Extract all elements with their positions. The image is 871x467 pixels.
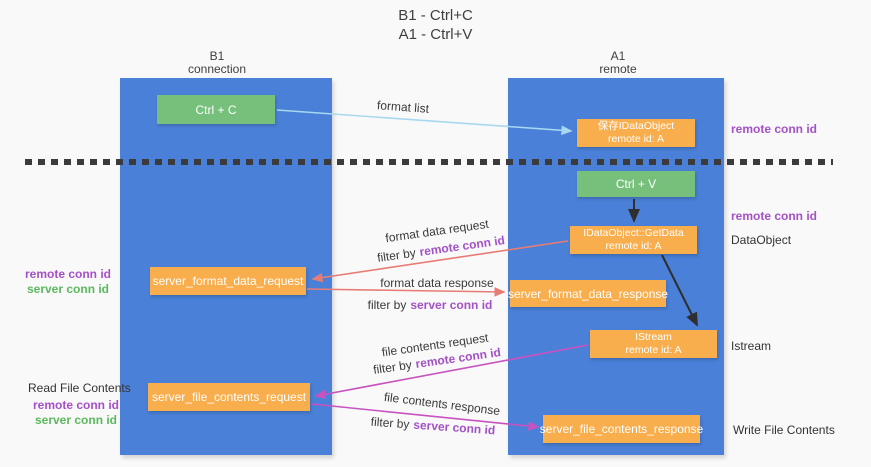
left-label-server-conn-id-2: server conn id: [34, 413, 118, 427]
left-column-title: B1: [209, 49, 225, 63]
istream-line2: remote id: A: [625, 344, 682, 356]
left-label-remote-conn-id: remote conn id: [25, 267, 112, 281]
node-server-file-contents-request: server_file_contents_request: [148, 383, 310, 411]
right-column-subtitle: remote: [599, 62, 637, 76]
server-file-contents-response-label: server_file_contents_response: [539, 422, 704, 436]
right-label-dataobject: DataObject: [731, 233, 792, 247]
right-column-title: A1: [610, 49, 626, 63]
ctrl-v-label: Ctrl + V: [615, 177, 657, 191]
server-conn-id-text: server conn id: [410, 298, 493, 312]
title-line-2: A1 - Ctrl+V: [398, 26, 473, 43]
right-label-remote-conn-id-top: remote conn id: [731, 122, 818, 136]
node-ctrl-v: Ctrl + V: [577, 171, 695, 197]
left-label-format-conn-ids: remote conn id server conn id: [25, 267, 111, 297]
left-label-read-file-contents: Read File Contents: [28, 381, 131, 395]
label-format-list: format list: [376, 98, 430, 116]
filter-by-text: filter by: [370, 414, 410, 432]
istream-line1: IStream: [635, 331, 672, 343]
node-server-format-data-request: server_format_data_request: [150, 267, 306, 295]
right-label-remote-conn-id-mid: remote conn id: [731, 209, 818, 223]
getdata-line1: IDataObject::GetData: [583, 227, 684, 239]
server-format-data-request-label: server_format_data_request: [152, 274, 304, 288]
right-label-istream: Istream: [731, 339, 772, 353]
node-ctrl-c: Ctrl + C: [157, 95, 275, 124]
right-label-write-file-contents: Write File Contents: [733, 423, 835, 437]
save-dataobject-line1: 保存IDataObject: [597, 120, 675, 132]
left-label-server-conn-id: server conn id: [26, 282, 110, 296]
left-label-file-conn-ids: remote conn id server conn id: [33, 398, 119, 428]
right-column-header: A1 remote: [558, 50, 678, 76]
node-idataobject-getdata: IDataObject::GetData remote id: A: [570, 226, 697, 254]
server-conn-id-text: server conn id: [412, 417, 496, 438]
dashed-separator-line: [25, 159, 833, 165]
node-save-dataobject: 保存IDataObject remote id: A: [577, 119, 695, 147]
left-label-remote-conn-id-2: remote conn id: [33, 398, 120, 412]
label-format-data-response: format data response: [380, 276, 494, 290]
ctrl-c-label: Ctrl + C: [195, 102, 237, 117]
filter-by-text: filter by: [367, 298, 407, 312]
node-server-file-contents-response: server_file_contents_response: [539, 415, 704, 443]
node-server-format-data-response: server_format_data_response: [507, 280, 669, 307]
title-line-1: B1 - Ctrl+C: [398, 7, 473, 24]
label-file-contents-response: file contents response: [383, 389, 501, 419]
save-dataobject-line2: remote id: A: [607, 133, 665, 145]
left-column-subtitle: connection: [187, 62, 247, 76]
server-file-contents-request-label: server_file_contents_request: [151, 390, 307, 404]
filter-by-text: filter by: [376, 245, 417, 265]
getdata-line2: remote id: A: [605, 240, 662, 252]
server-format-data-response-label: server_format_data_response: [507, 286, 669, 301]
diagram-title: B1 - Ctrl+C A1 - Ctrl+V: [0, 6, 871, 44]
filter-by-text: filter by: [372, 357, 413, 377]
left-column-header: B1 connection: [157, 50, 277, 76]
node-istream: IStream remote id: A: [590, 330, 717, 358]
